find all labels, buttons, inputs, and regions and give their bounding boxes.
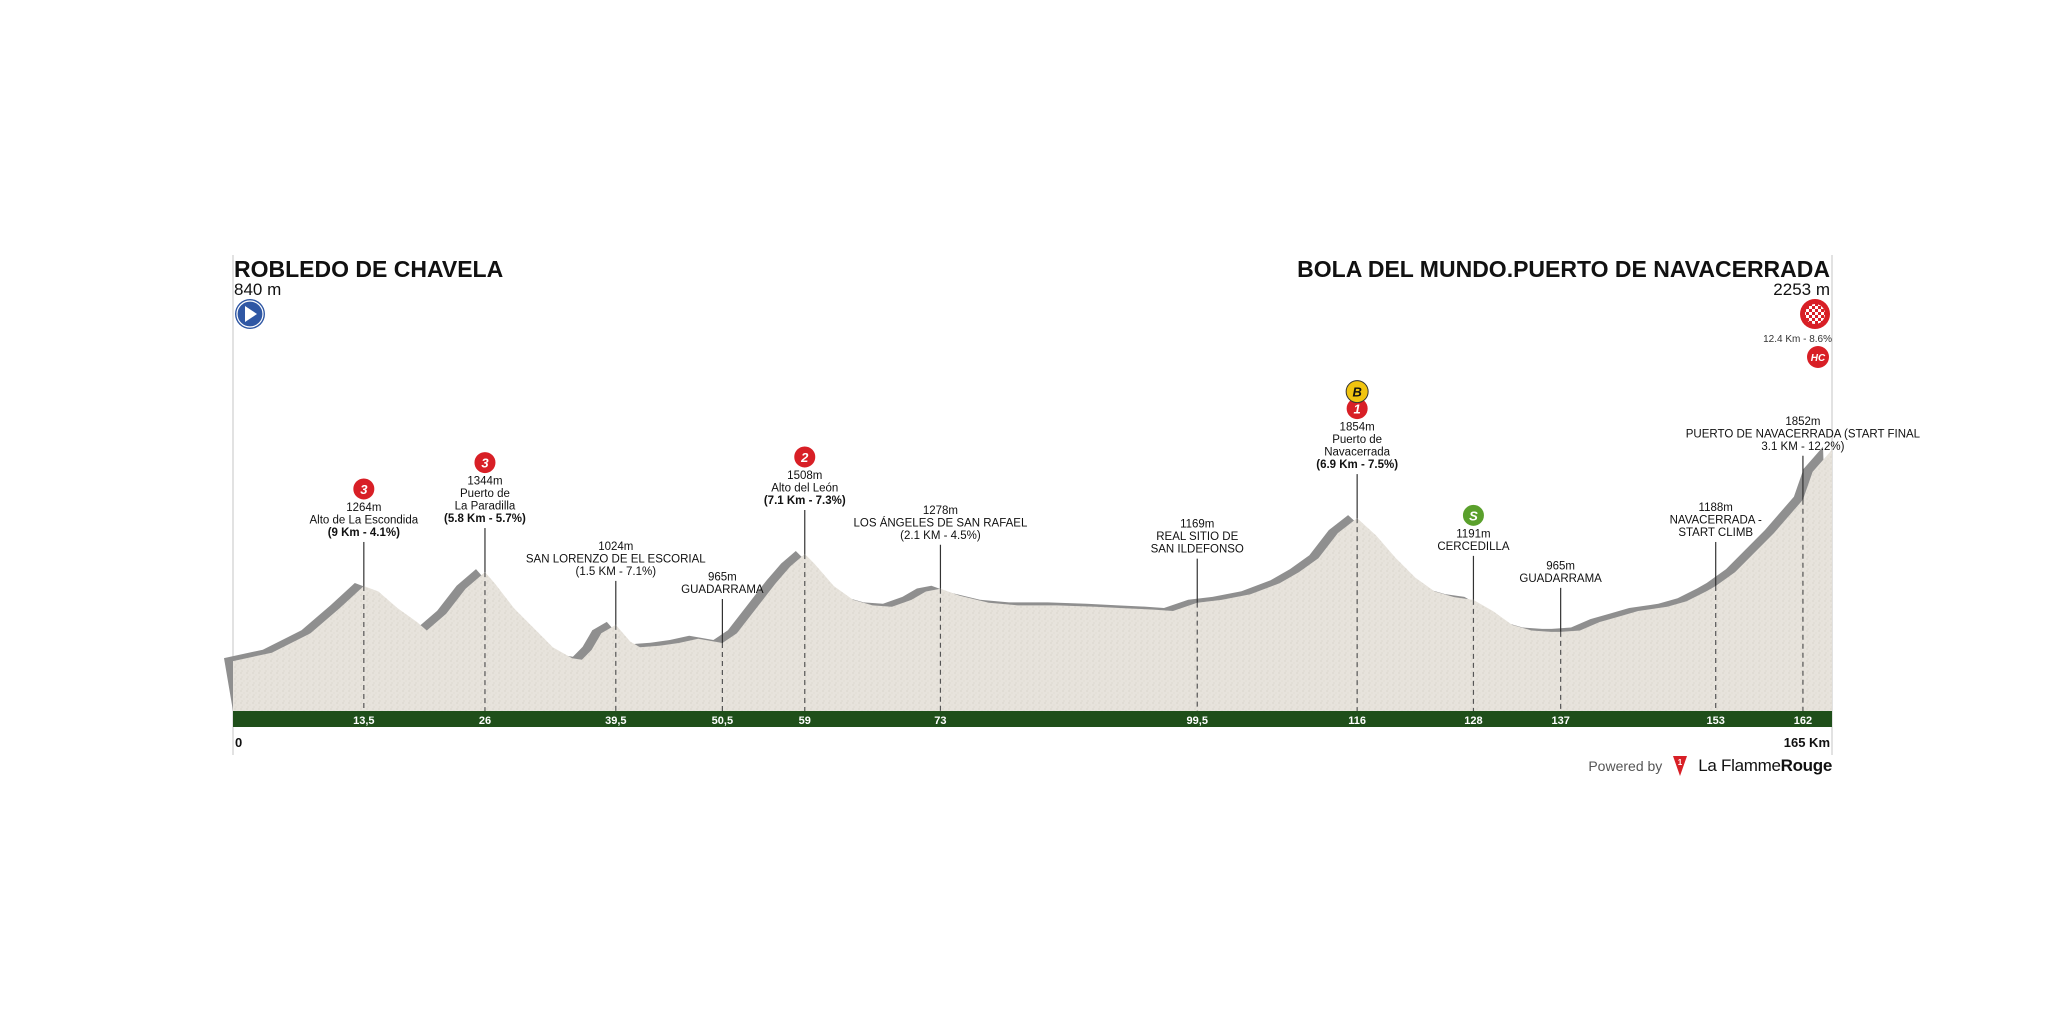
annotation-text-9-0: 965m <box>1546 560 1575 572</box>
annotation-text-1-0: 1344m <box>467 476 502 488</box>
tick-label-1: 26 <box>479 715 491 727</box>
badge-label-7: 1 <box>1354 402 1361 417</box>
tick-label-0: 13,5 <box>353 715 374 727</box>
powered-by-label: Powered by <box>1588 758 1663 774</box>
badge-cat2-4 <box>793 445 817 469</box>
badge-bonus-7 <box>1345 380 1369 404</box>
annotation-climb-7: (6.9 Km - 7.5%) <box>1316 459 1398 471</box>
brand-name-part-b: Rouge <box>1780 756 1833 775</box>
brand-block: Powered by 1 La FlammeRouge <box>1588 754 1832 778</box>
annotation-text-7-1: Puerto de <box>1332 434 1382 446</box>
annotation-text-4-1: Alto del León <box>771 483 838 495</box>
finish-location: BOLA DEL MUNDO.PUERTO DE NAVACERRADA <box>1297 256 1830 282</box>
profile-area <box>233 449 1832 711</box>
annotation-text-1-2: La Paradilla <box>455 501 516 513</box>
start-play-icon <box>235 299 265 329</box>
annotation-text-8-1: CERCEDILLA <box>1437 541 1510 553</box>
annotation-text-11-0: 1852m <box>1785 416 1820 428</box>
finish-hc-badge: HC <box>1807 346 1829 368</box>
finish-hc-badge-label: HC <box>1811 353 1826 364</box>
annotation-text-11-2: 3.1 KM - 12.2%) <box>1761 441 1844 453</box>
annotation-text-6-1: REAL SITIO DE <box>1156 531 1238 543</box>
annotation-text-10-2: START CLIMB <box>1678 527 1753 539</box>
badge-label-8: S <box>1469 508 1478 523</box>
annotation-text-6-2: SAN ILDEFONSO <box>1151 544 1244 556</box>
tick-label-2: 39,5 <box>605 715 626 727</box>
distance-zero-label: 0 <box>235 735 242 750</box>
tick-label-9: 137 <box>1551 715 1569 727</box>
finish-altitude: 2253 m <box>1773 280 1830 299</box>
tick-label-8: 128 <box>1464 715 1482 727</box>
badge-sprint-8 <box>1461 503 1485 527</box>
svg-text:1: 1 <box>1678 758 1683 767</box>
annotation-climb-4: (7.1 Km - 7.3%) <box>764 495 846 507</box>
badge-label-4: 2 <box>800 450 809 465</box>
tick-label-4: 59 <box>799 715 811 727</box>
badge-label-1: 3 <box>481 456 489 471</box>
badge2-label-7: B <box>1352 385 1361 400</box>
annotation-text-0-0: 1264m <box>346 502 381 514</box>
annotation-text-3-1: GUADARRAMA <box>681 584 764 596</box>
annotation-text-7-2: Navacerrada <box>1324 447 1390 459</box>
badge-label-0: 3 <box>360 482 368 497</box>
finish-climb-info: 12.4 Km - 8.6% <box>1763 334 1832 345</box>
annotation-climb-0: (9 Km - 4.1%) <box>328 527 400 539</box>
annotation-text-7-0: 1854m <box>1340 422 1375 434</box>
annotation-text-3-0: 965m <box>708 572 737 584</box>
annotation-text-5-1: LOS ÁNGELES DE SAN RAFAEL <box>854 516 1028 529</box>
tick-label-10: 153 <box>1707 715 1725 727</box>
annotation-text-5-2: (2.1 KM - 4.5%) <box>900 530 981 542</box>
annotation-text-8-0: 1191m <box>1456 528 1490 540</box>
tick-label-5: 73 <box>934 715 946 727</box>
annotation-text-2-0: 1024m <box>598 541 633 553</box>
annotation-markers: 13,5 26 39,5 50,5 59 73 99,5 116 128 137 153 162 126… <box>309 380 1921 727</box>
annotation-text-10-1: NAVACERRADA - <box>1670 515 1762 527</box>
annotation-text-5-0: 1278m <box>923 505 958 517</box>
tick-label-7: 116 <box>1348 715 1366 727</box>
distance-band <box>233 711 1832 727</box>
annotation-text-10-0: 1188m <box>1699 502 1733 514</box>
annotation-text-2-1: SAN LORENZO DE EL ESCORIAL <box>526 553 706 565</box>
annotation-text-6-0: 1169m <box>1180 519 1214 531</box>
start-altitude: 840 m <box>234 280 281 299</box>
distance-total-label: 165 Km <box>1784 735 1830 750</box>
badge-cat3-1 <box>473 451 497 475</box>
badge-cat3-0 <box>352 477 376 501</box>
tick-label-11: 162 <box>1794 715 1812 727</box>
annotation-text-0-1: Alto de La Escondida <box>309 515 418 527</box>
start-location: ROBLEDO DE CHAVELA <box>234 256 503 282</box>
tick-label-3: 50,5 <box>712 715 733 727</box>
annotation-text-1-1: Puerto de <box>460 488 510 500</box>
tick-label-6: 99,5 <box>1187 715 1208 727</box>
annotation-text-9-1: GUADARRAMA <box>1519 573 1602 585</box>
brand-name-part-a: La Flamme <box>1698 756 1781 775</box>
annotation-climb-1: (5.8 Km - 5.7%) <box>444 513 526 525</box>
flame-logo-icon: 1 <box>1673 756 1688 776</box>
annotation-text-2-2: (1.5 KM - 7.1%) <box>576 566 657 578</box>
annotation-text-11-1: PUERTO DE NAVACERRADA (START FINAL <box>1686 428 1921 440</box>
annotation-text-4-0: 1508m <box>787 470 822 482</box>
brand-name: La FlammeRouge <box>1698 756 1832 776</box>
finish-flag-icon <box>1800 299 1830 329</box>
